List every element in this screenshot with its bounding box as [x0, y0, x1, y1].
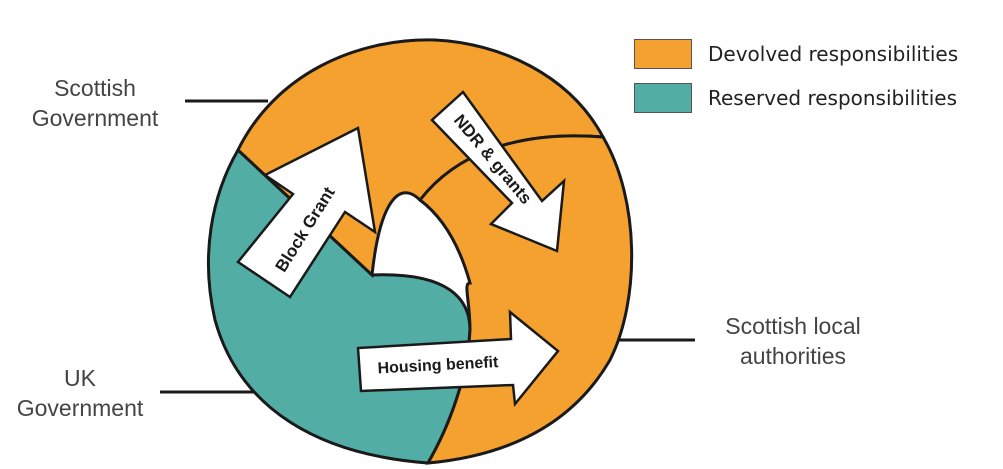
housing-benefit-arrow — [356, 309, 560, 408]
ndr-grants-arrow — [430, 90, 566, 253]
local-authorities-label: Scottish local authorities — [725, 313, 861, 369]
legend-label-reserved: Reserved responsibilities — [708, 86, 958, 110]
legend-label-devolved: Devolved responsibilities — [708, 42, 959, 66]
devolved-swatch — [634, 39, 692, 69]
legend-item-devolved: Devolved responsibilities — [634, 37, 958, 71]
legend-item-reserved: Reserved responsibilities — [634, 81, 957, 115]
uk-government-label: UK Government — [16, 365, 144, 421]
housing-benefit-label: Housing benefit — [377, 354, 499, 377]
block-grant-arrow — [236, 126, 377, 299]
reserved-swatch — [634, 83, 692, 113]
scottish-government-label: Scottish Government — [31, 75, 159, 131]
